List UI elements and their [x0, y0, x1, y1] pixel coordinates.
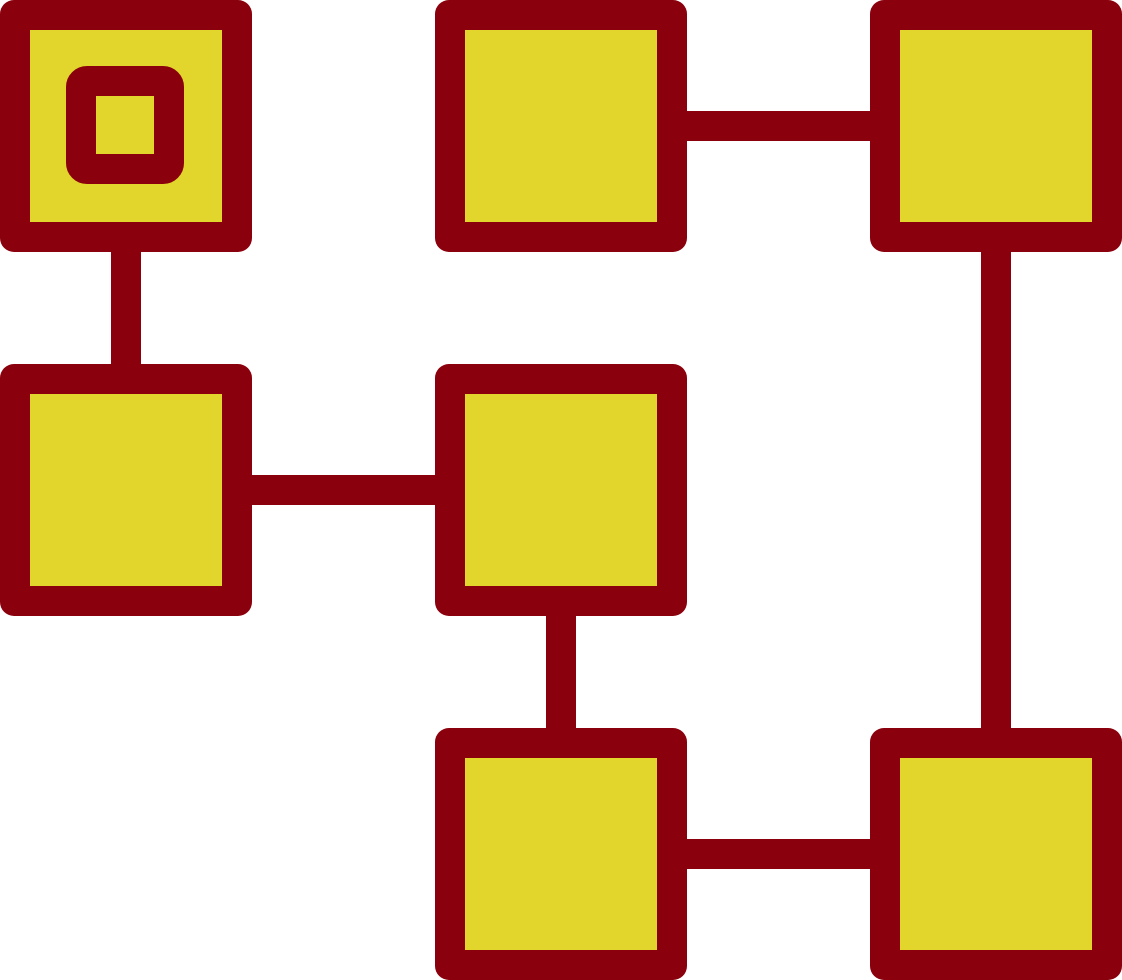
node-fill [465, 758, 657, 950]
node-top-left [0, 0, 252, 252]
node-fill [900, 758, 1092, 950]
inner-square-icon [66, 66, 184, 184]
node-fill [465, 394, 657, 586]
node-top-middle [435, 0, 687, 252]
node-fill [465, 30, 657, 222]
node-fill [30, 394, 222, 586]
node-bottom-right [870, 728, 1122, 980]
node-top-right [870, 0, 1122, 252]
node-bottom-middle [435, 728, 687, 980]
node-middle-left [0, 364, 252, 616]
node-fill [900, 30, 1092, 222]
node-middle-center [435, 364, 687, 616]
